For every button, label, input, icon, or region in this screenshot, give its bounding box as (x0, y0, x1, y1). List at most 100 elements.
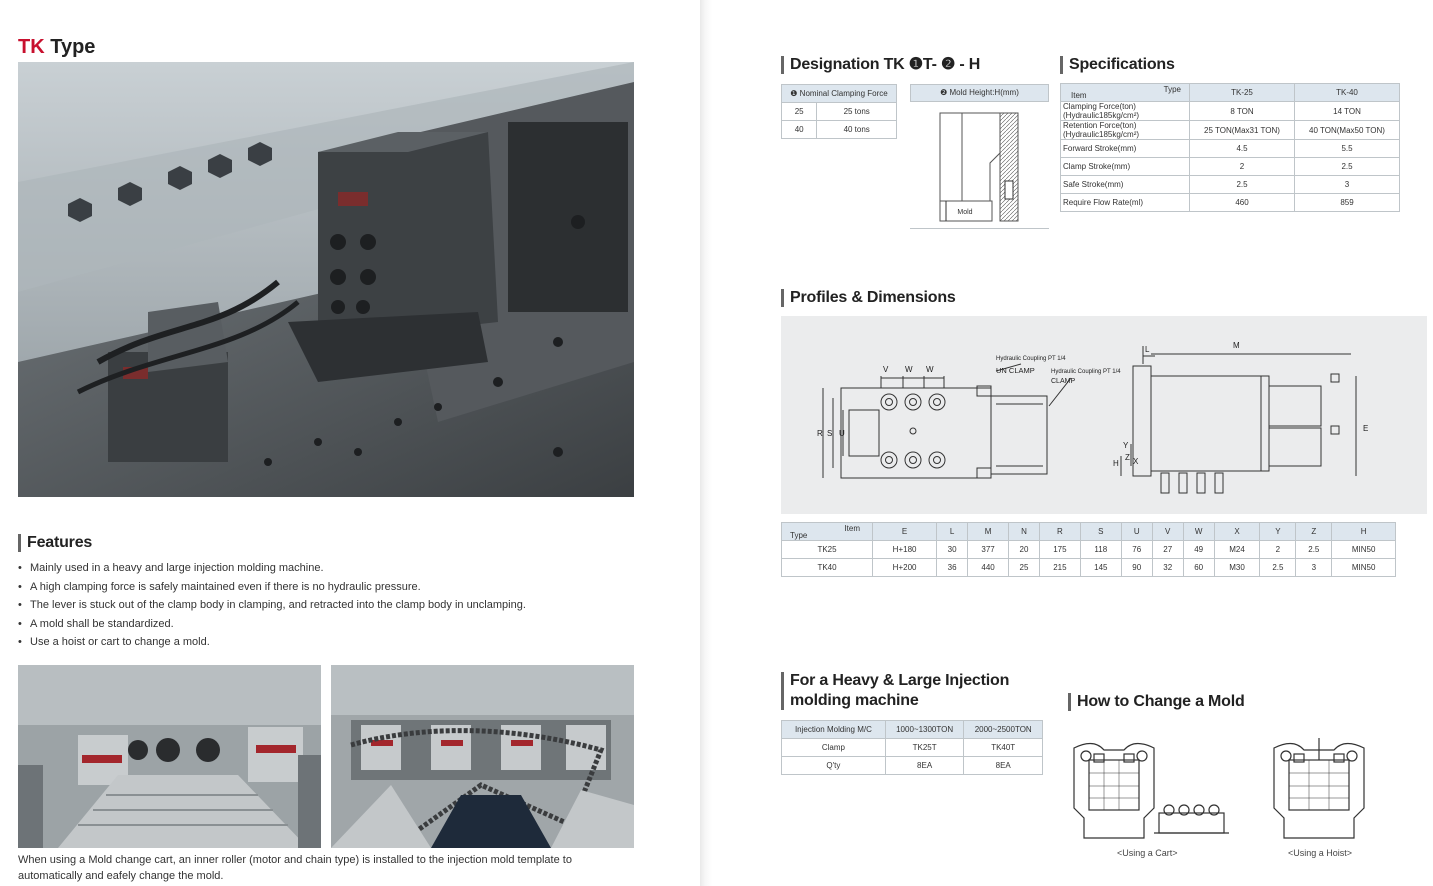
designation-heading: Designation TK ❶T- ❷ - H (781, 56, 980, 74)
specifications-heading: Specifications (1060, 56, 1175, 74)
table-row: TK25 H+180 30 377 20 175 118 76 27 49 M2… (781, 540, 1396, 559)
heavy-heading-line2: molding machine (790, 692, 919, 709)
cell: M30 (1213, 558, 1261, 577)
hoist-method-diagram (1273, 738, 1365, 839)
cell: 20 (1008, 540, 1040, 559)
dim-x-label: X (1133, 457, 1139, 466)
row-type: TK40 (781, 558, 873, 577)
heavy-heading: For a Heavy & Large Injection molding ma… (781, 672, 1009, 710)
cell: TK25T (884, 738, 965, 757)
cell: 3 (1295, 558, 1333, 577)
corner-item: Item (844, 524, 860, 533)
cell: 25 TON(Max31 TON) (1189, 120, 1295, 140)
cell: 25 tons (816, 102, 897, 121)
cell: Clamp (781, 738, 886, 757)
dim-v-label: V (883, 365, 889, 374)
cell: 8 TON (1189, 101, 1295, 121)
features-heading: Features (18, 534, 92, 552)
cell: 27 (1151, 540, 1184, 559)
cell: 36 (936, 558, 969, 577)
dim-header: V (1151, 522, 1184, 541)
cell: 2 (1259, 540, 1297, 559)
cell: MIN50 (1331, 558, 1396, 577)
page-title: TK Type (18, 36, 95, 59)
dim-header: R (1038, 522, 1081, 541)
cell: 2.5 (1294, 157, 1400, 176)
cell: 5.5 (1294, 139, 1400, 158)
dim-header: E (871, 522, 938, 541)
page-gutter (700, 0, 712, 886)
dim-m-label: M (1233, 341, 1240, 350)
dim-header: Z (1295, 522, 1333, 541)
feature-item: Mainly used in a heavy and large injecti… (18, 559, 658, 578)
dim-s-label: S (827, 429, 832, 438)
mold-height-diagram: Mold (939, 112, 1019, 222)
feature-item: Use a hoist or cart to change a mold. (18, 633, 658, 652)
dim-l-label: L (1145, 345, 1150, 354)
cell: 90 (1120, 558, 1153, 577)
cell: 2.5 (1295, 540, 1333, 559)
cell: 3 (1294, 175, 1400, 194)
cell: Q'ty (781, 756, 886, 775)
heavy-machine-table: Injection Molding M/C 1000~1300TON 2000~… (781, 720, 1043, 775)
model-header: TK-25 (1189, 83, 1295, 102)
features-list: Mainly used in a heavy and large injecti… (18, 559, 658, 652)
unclamp-label: UN CLAMP (996, 366, 1035, 375)
spec-corner: Type Item (1060, 83, 1190, 102)
cart-roller-photo-2 (331, 665, 634, 848)
dim-header: L (936, 522, 969, 541)
table-row: TK40 H+200 36 440 25 215 145 90 32 60 M3… (781, 558, 1396, 577)
mold-label: Mold (957, 209, 972, 216)
cell: 30 (936, 540, 969, 559)
cell: 4.5 (1189, 139, 1295, 158)
force-header: ❶ Nominal Clamping Force (781, 84, 897, 103)
cell: 859 (1294, 193, 1400, 212)
hoist-caption: <Using a Hoist> (1288, 848, 1353, 858)
cell: H+200 (871, 558, 938, 577)
cell: 14 TON (1294, 101, 1400, 121)
dim-header: Y (1259, 522, 1297, 541)
cart-method-diagram (1073, 742, 1229, 839)
corner-item: Item (1071, 91, 1087, 100)
right-page: Designation TK ❶T- ❷ - H ❶ Nominal Clamp… (712, 0, 1433, 886)
cell: 2 (1189, 157, 1295, 176)
roller-photo-illustration (18, 665, 321, 848)
left-page: TK Type (0, 0, 700, 886)
dim-header: U (1120, 522, 1153, 541)
title-suffix: Type (44, 36, 96, 58)
spec-label: Clamping Force(ton) (Hydraulic185kg/cm²) (1060, 101, 1190, 121)
dim-y-label: Y (1123, 441, 1129, 450)
dim-header: X (1213, 522, 1261, 541)
cell: 2.5 (1259, 558, 1297, 577)
cell: 377 (967, 540, 1009, 559)
cell: TK40T (963, 738, 1043, 757)
heavy-header: Injection Molding M/C (781, 720, 886, 739)
cart-caption: <Using a Cart> (1117, 848, 1178, 858)
dimensions-table: Item Type E L M N R S U V W X Y Z H TK25… (781, 522, 1396, 577)
spec-label: Retention Force(ton) (Hydraulic185kg/cm²… (1060, 120, 1190, 140)
spec-label: Clamp Stroke(mm) (1060, 157, 1190, 176)
cell: MIN50 (1331, 540, 1396, 559)
dim-corner: Item Type (781, 522, 873, 541)
dim-w-label: W (905, 365, 913, 374)
cell: 40 (780, 120, 818, 139)
mold-height-panel: ❷ Mold Height:H(mm) Mold (910, 84, 1049, 229)
dim-w2-label: W (926, 365, 934, 374)
profiles-heading: Profiles & Dimensions (781, 289, 956, 307)
mold-height-header: ❷ Mold Height:H(mm) (910, 84, 1049, 102)
title-prefix: TK (18, 36, 45, 58)
cell: 76 (1120, 540, 1153, 559)
spec-label: Require Flow Rate(ml) (1060, 193, 1190, 212)
table-row: Retention Force(ton) (Hydraulic185kg/cm²… (1060, 120, 1400, 140)
clamp-label: CLAMP (1051, 378, 1075, 385)
dim-header: H (1331, 522, 1396, 541)
cell: H+180 (871, 540, 938, 559)
cell: 8EA (884, 756, 965, 775)
cell: 215 (1038, 558, 1081, 577)
dim-header: S (1079, 522, 1122, 541)
cell: 8EA (963, 756, 1043, 775)
